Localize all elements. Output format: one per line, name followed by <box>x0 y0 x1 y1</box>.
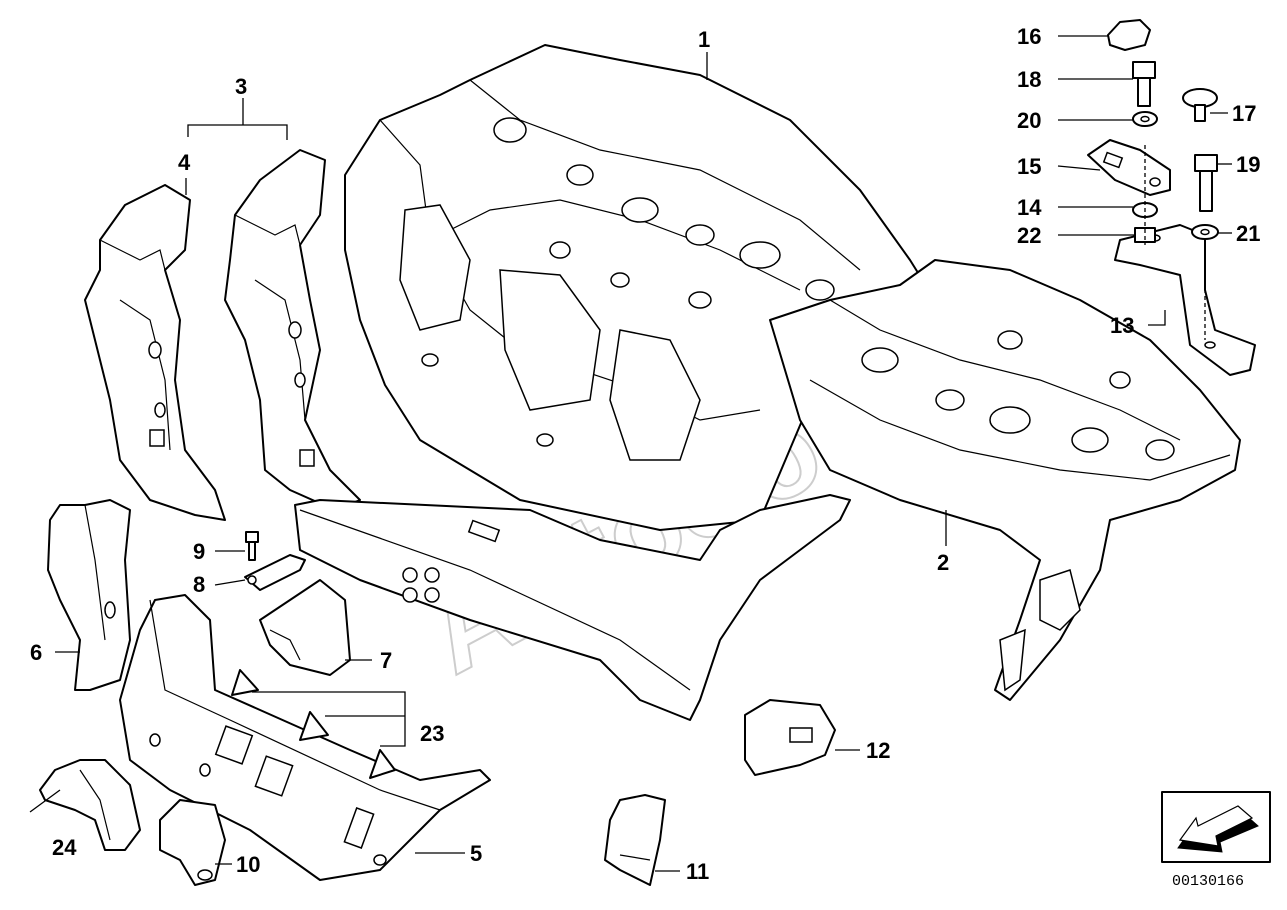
callout-18: 18 <box>1017 67 1041 92</box>
part-19-bolt <box>1194 154 1218 212</box>
callout-11: 11 <box>686 859 709 884</box>
callout-13: 13 <box>1110 313 1134 338</box>
part-18-bolt <box>1132 61 1156 107</box>
part-8-bracket <box>244 554 306 591</box>
callout-4: 4 <box>178 150 191 175</box>
part-6-bracket <box>47 499 131 691</box>
part-7-plate <box>259 579 351 676</box>
callout-3: 3 <box>235 74 247 99</box>
part-2-rear-panel-lower <box>769 259 1241 701</box>
part-17-screw <box>1182 88 1218 122</box>
callout-9: 9 <box>193 539 205 564</box>
leader-lines <box>29 35 1232 872</box>
reference-number: 00130166 <box>1172 873 1244 890</box>
callout-10: 10 <box>236 852 260 877</box>
part-11-bracket <box>604 794 666 886</box>
callout-19: 19 <box>1236 152 1260 177</box>
callouts: 1 2 3 4 5 6 7 8 9 10 11 12 13 14 15 16 1… <box>30 24 1260 884</box>
part-3-pillar-right <box>224 149 361 511</box>
callout-16: 16 <box>1017 24 1041 49</box>
callout-8: 8 <box>193 572 205 597</box>
part-21-washer <box>1191 224 1219 240</box>
part-12-bracket <box>744 699 836 776</box>
callout-23: 23 <box>420 721 444 746</box>
callout-21: 21 <box>1236 221 1260 246</box>
callout-14: 14 <box>1017 195 1042 220</box>
part-16-cap <box>1107 19 1151 51</box>
part-4-pillar-left <box>84 184 226 521</box>
callout-15: 15 <box>1017 154 1041 179</box>
part-15-plate <box>1087 139 1171 196</box>
part-24-bracket <box>39 759 141 851</box>
callout-5: 5 <box>470 841 482 866</box>
callout-17: 17 <box>1232 101 1256 126</box>
part-10-bracket <box>159 799 226 886</box>
callout-24: 24 <box>52 835 77 860</box>
callout-6: 6 <box>30 640 42 665</box>
direction-arrow-box <box>1161 791 1271 863</box>
part-9-bolt <box>245 531 259 561</box>
callout-1: 1 <box>698 27 710 52</box>
lower-beam <box>294 494 851 721</box>
callout-7: 7 <box>380 648 392 673</box>
callout-12: 12 <box>866 738 890 763</box>
callout-22: 22 <box>1017 223 1041 248</box>
part-23-clips <box>231 669 396 779</box>
part-20-washer <box>1132 111 1158 127</box>
callout-20: 20 <box>1017 108 1041 133</box>
callout-2: 2 <box>937 550 949 575</box>
